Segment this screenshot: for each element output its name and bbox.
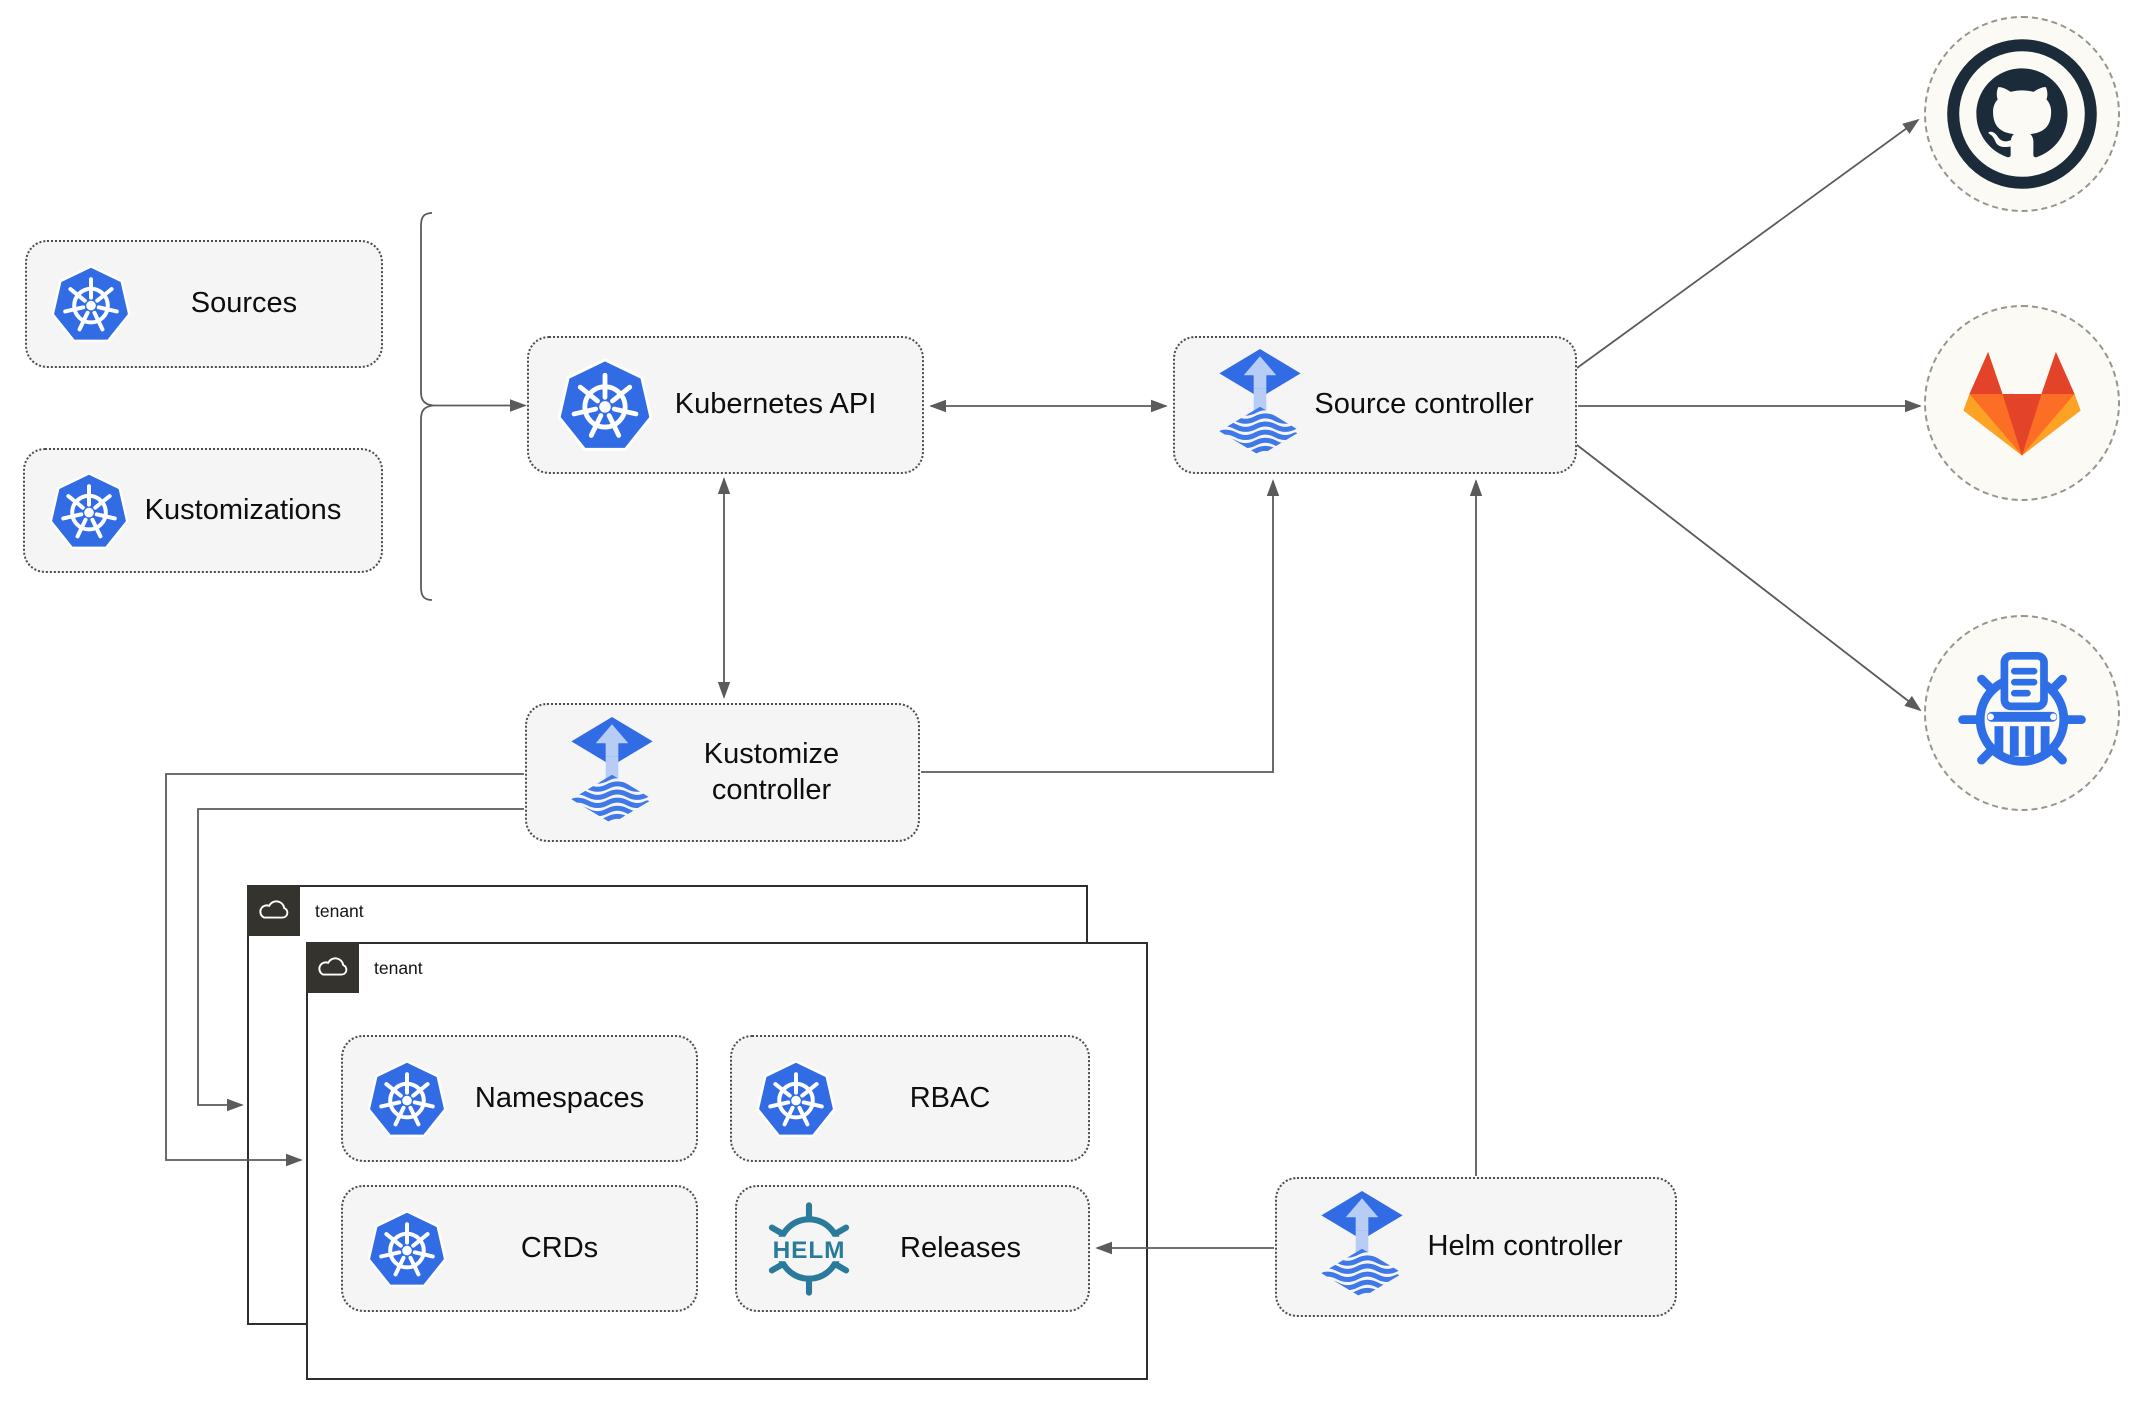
helm-logo-text: HELM	[773, 1237, 846, 1264]
chart-repository-wheel-icon	[1956, 647, 2088, 779]
node-kustomizations: Kustomizations	[23, 448, 383, 573]
remote-chart-repository	[1924, 615, 2120, 811]
tenant-tab	[305, 941, 359, 993]
node-label: Namespaces	[474, 1081, 645, 1114]
node-releases: HELM Releases	[735, 1185, 1090, 1312]
tenant-inner-label: tenant	[374, 958, 423, 978]
node-namespaces: Namespaces	[341, 1035, 698, 1162]
tenant-tab	[246, 884, 300, 936]
node-label: Sources	[190, 287, 298, 320]
node-label: Kustomizations	[144, 493, 342, 526]
flux-icon	[569, 714, 655, 832]
node-source-controller: Source controller	[1173, 336, 1577, 474]
node-label: Kubernetes API	[674, 388, 877, 421]
gitlab-icon	[1962, 346, 2082, 460]
node-label: Kustomize controller	[703, 738, 840, 806]
remote-github	[1924, 16, 2120, 212]
node-crds: CRDs	[341, 1185, 698, 1312]
remote-gitlab	[1924, 305, 2120, 501]
kubernetes-icon	[557, 357, 653, 453]
node-sources: Sources	[25, 240, 383, 368]
cloud-icon	[315, 955, 349, 979]
node-rbac: RBAC	[730, 1035, 1090, 1162]
tenant-outer-label: tenant	[315, 901, 364, 921]
kubernetes-icon	[49, 471, 129, 551]
arrow-kustomize-to-outer-tenant	[197, 808, 524, 1105]
cloud-icon	[256, 898, 290, 922]
helm-icon: HELM	[761, 1201, 857, 1297]
flux-icon	[1217, 346, 1303, 464]
node-kubernetes-api: Kubernetes API	[527, 336, 924, 474]
github-icon	[1942, 34, 2102, 194]
kubernetes-icon	[51, 264, 131, 344]
kubernetes-icon	[367, 1209, 447, 1289]
node-helm-controller: Helm controller	[1275, 1177, 1677, 1317]
node-label: Source controller	[1314, 388, 1534, 421]
node-label: Releases	[900, 1231, 1021, 1264]
node-label: CRDs	[520, 1231, 599, 1264]
flux-icon	[1319, 1188, 1405, 1306]
arrow-kustomize-to-source-controller	[921, 481, 1273, 773]
arrow-source-to-registry	[1576, 444, 1920, 710]
node-kustomize-controller: Kustomize controller	[525, 703, 920, 842]
grouping-brace	[420, 212, 434, 601]
kubernetes-icon	[367, 1059, 447, 1139]
kubernetes-icon	[756, 1059, 836, 1139]
arrow-source-to-github	[1576, 120, 1918, 369]
node-label: Helm controller	[1427, 1230, 1623, 1263]
arrow-kustomize-to-inner-tenant	[165, 773, 524, 1160]
node-label: RBAC	[909, 1081, 991, 1114]
